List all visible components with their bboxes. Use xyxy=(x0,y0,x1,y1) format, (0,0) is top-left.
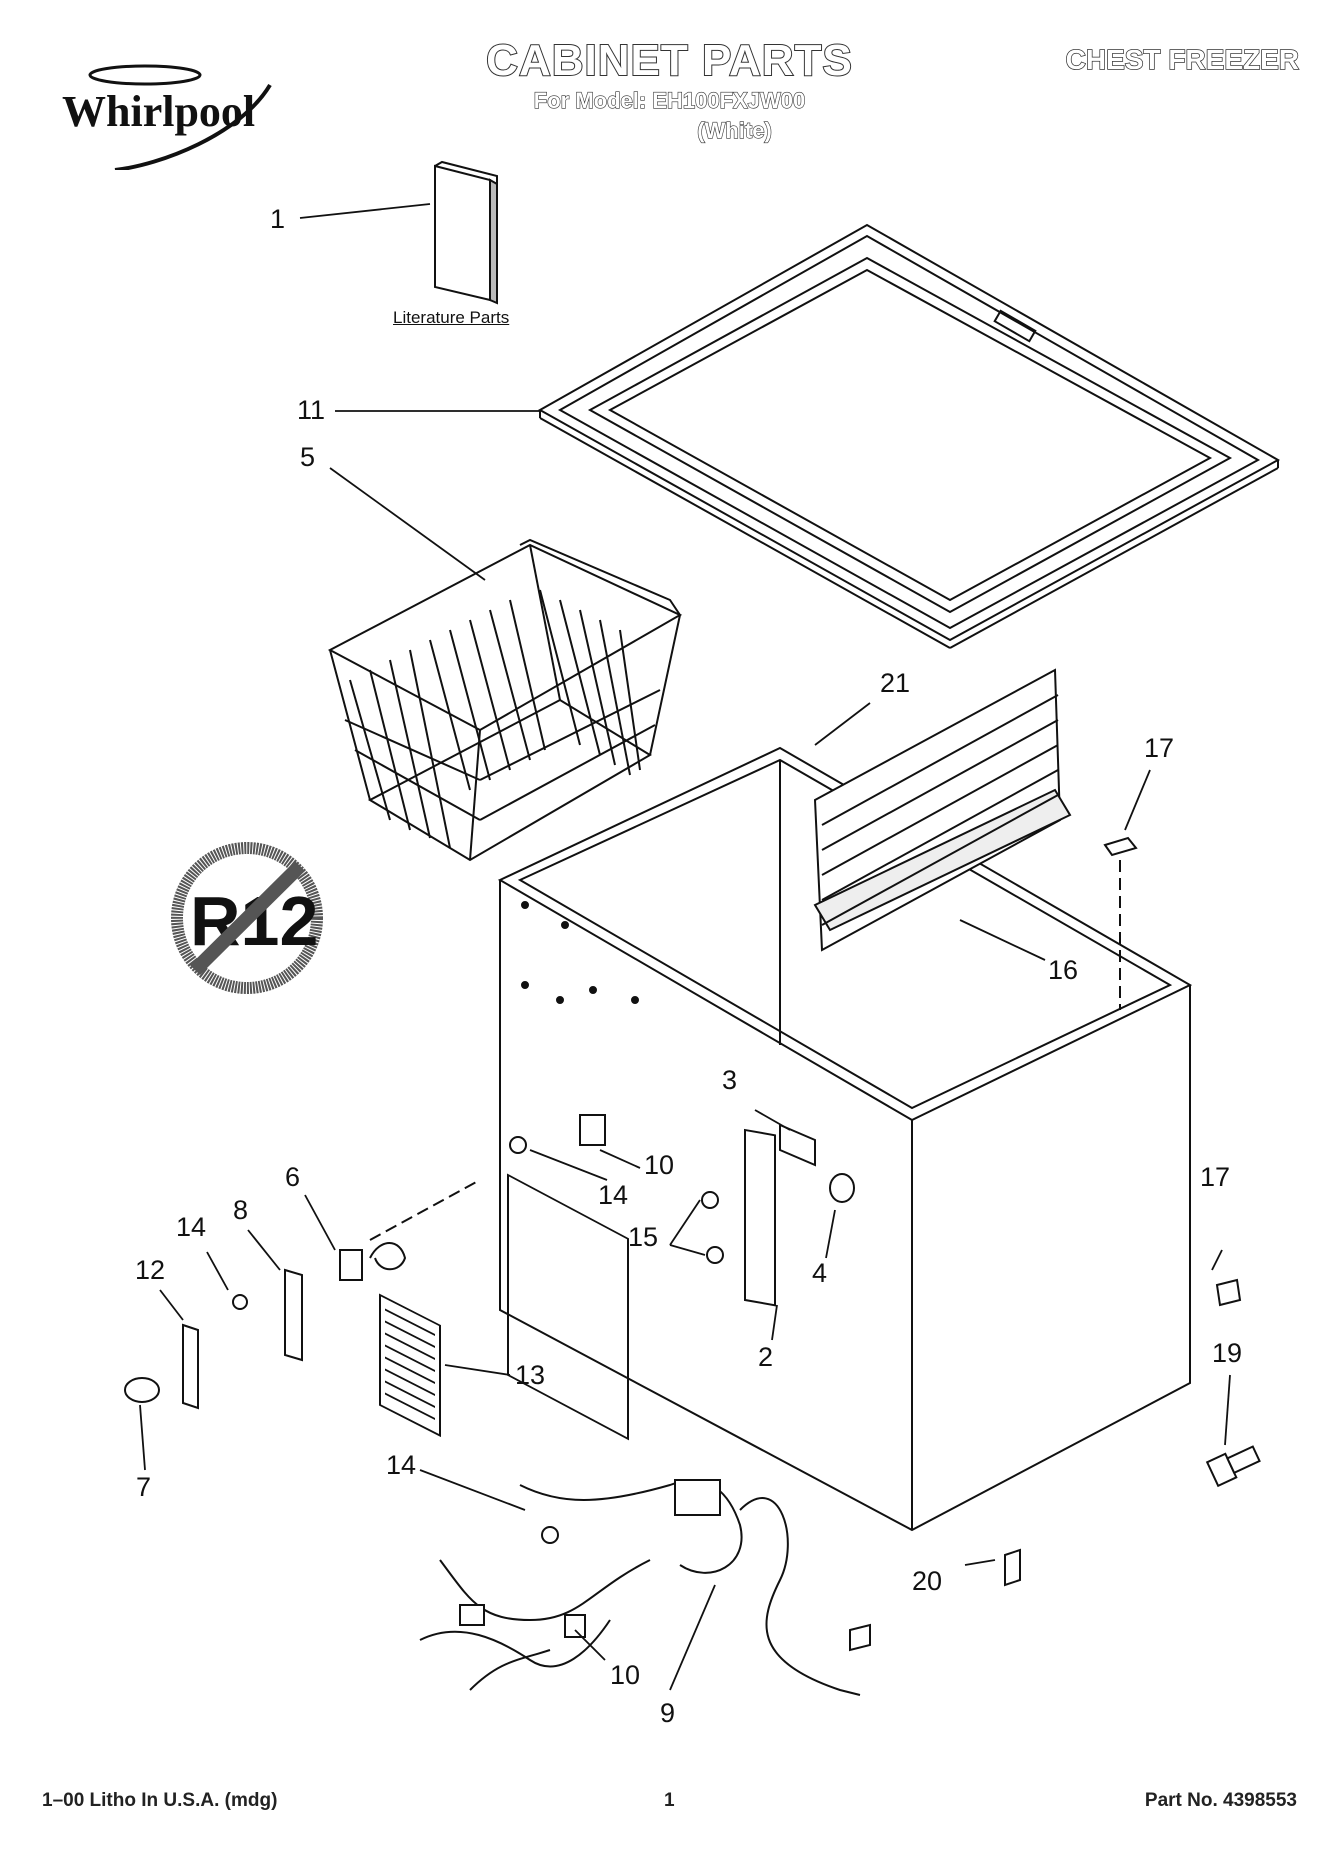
footer-page-number: 1 xyxy=(664,1790,675,1811)
callout-3: 3 xyxy=(722,1065,738,1095)
callout-7: 7 xyxy=(136,1472,152,1502)
small-parts-icons xyxy=(124,836,1261,1696)
model-variant: (White) xyxy=(697,117,773,143)
callout-16: 16 xyxy=(1048,955,1079,985)
no-r12-badge-icon: R12 xyxy=(171,842,323,994)
literature-parts-label: Literature Parts xyxy=(393,308,510,327)
callout-19: 19 xyxy=(1212,1338,1243,1368)
literature-booklet-icon xyxy=(434,160,498,305)
callout-4: 4 xyxy=(812,1258,828,1288)
logo-swoosh-icon xyxy=(88,64,272,170)
product-type: CHEST FREEZER xyxy=(1065,43,1300,76)
callout-1: 1 xyxy=(270,204,286,234)
footer-print-info: 1–00 Litho In U.S.A. (mdg) xyxy=(42,1790,278,1811)
divider-panel-icon xyxy=(813,668,1072,952)
callout-8: 8 xyxy=(233,1195,249,1225)
callout-2: 2 xyxy=(758,1342,774,1372)
callout-17-top: 17 xyxy=(1144,733,1175,763)
page-title: CABINET PARTS xyxy=(485,35,853,86)
footer-part-number: Part No. 4398553 xyxy=(1144,1790,1297,1811)
freezer-lid-icon xyxy=(537,223,1281,649)
callout-14-bottom: 14 xyxy=(386,1450,417,1480)
callout-11: 11 xyxy=(297,395,326,425)
wire-basket-icon xyxy=(327,538,683,862)
callout-12: 12 xyxy=(135,1255,166,1285)
callout-leaders xyxy=(139,203,1231,1691)
callout-10-bottom: 10 xyxy=(610,1660,641,1690)
model-line: For Model: EH100FXJW00 xyxy=(533,87,806,113)
callout-13: 13 xyxy=(515,1360,546,1390)
callout-14-left: 14 xyxy=(176,1212,207,1242)
callout-20: 20 xyxy=(912,1566,943,1596)
callout-21: 21 xyxy=(880,668,911,698)
callout-9: 9 xyxy=(660,1698,676,1728)
callout-10-top: 10 xyxy=(644,1150,675,1180)
callout-15: 15 xyxy=(628,1222,659,1252)
callout-6: 6 xyxy=(285,1162,301,1192)
callout-17-right: 17 xyxy=(1200,1162,1231,1192)
callout-5: 5 xyxy=(300,442,316,472)
brand-name: Whirlpool xyxy=(62,87,256,136)
callout-14-mid: 14 xyxy=(598,1180,629,1210)
